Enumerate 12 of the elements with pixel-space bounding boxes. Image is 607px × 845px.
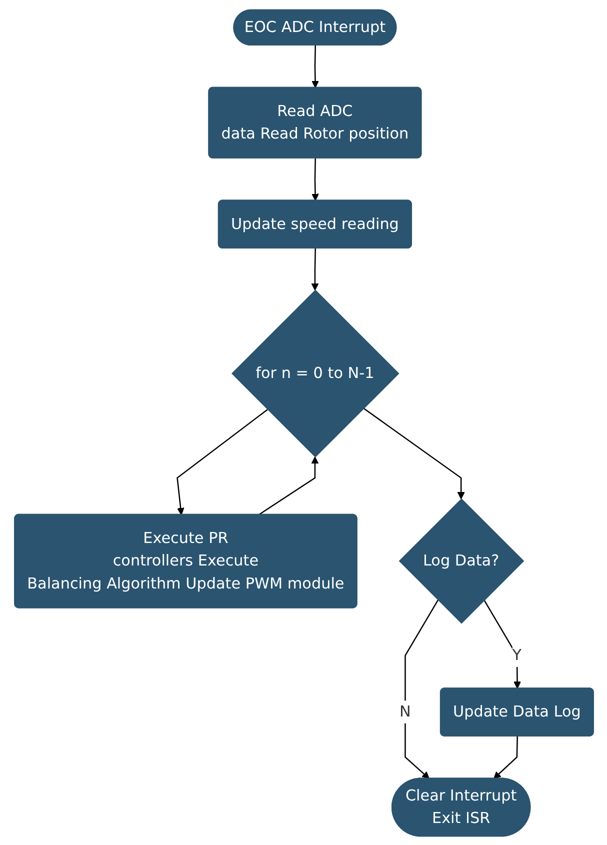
arrow	[311, 158, 318, 200]
arrow	[310, 248, 318, 290]
arrow	[493, 736, 518, 778]
arrow	[311, 45, 318, 88]
edge-label: Y	[512, 646, 522, 664]
arrow	[258, 456, 318, 515]
arrow	[176, 408, 268, 515]
node-diamond: for n = 0 to N-1	[230, 289, 399, 457]
node-diamond: Log Data?	[398, 498, 524, 624]
arrow	[362, 407, 464, 499]
arrow	[404, 599, 438, 778]
edge-label: N	[399, 702, 410, 720]
